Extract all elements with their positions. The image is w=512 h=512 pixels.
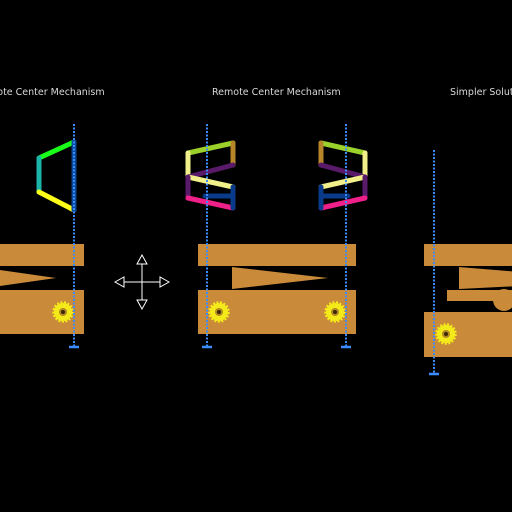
- link-top[interactable]: [36, 139, 77, 161]
- link-bottom[interactable]: [36, 189, 77, 213]
- link-7[interactable]: [185, 195, 236, 211]
- linkage[interactable]: [36, 139, 77, 213]
- move-cross-icon[interactable]: [113, 253, 171, 311]
- panel-title: Remote Center Mechanism: [212, 87, 341, 98]
- link-7[interactable]: [318, 195, 368, 211]
- panel-title: Remote Center Mechanism: [0, 87, 105, 98]
- panel-right: Simpler Solution: [424, 87, 512, 376]
- link-1[interactable]: [318, 140, 368, 156]
- wedge[interactable]: [459, 267, 512, 289]
- panel-center: Remote Center Mechanism: [185, 87, 368, 349]
- panel-left: Remote Center Mechanism: [0, 87, 105, 349]
- wedge[interactable]: [0, 270, 56, 286]
- right-linkage[interactable]: [318, 140, 368, 211]
- left-linkage[interactable]: [185, 140, 236, 211]
- link-5[interactable]: [318, 174, 368, 190]
- link-1[interactable]: [185, 140, 236, 156]
- top-block[interactable]: [198, 244, 356, 266]
- link-4[interactable]: [185, 162, 236, 180]
- link-5[interactable]: [185, 174, 236, 190]
- slider-bar[interactable]: [447, 290, 512, 301]
- roller[interactable]: [493, 289, 512, 311]
- top-block[interactable]: [424, 244, 512, 266]
- top-block[interactable]: [0, 244, 84, 266]
- link-4[interactable]: [318, 162, 368, 180]
- panel-title: Simpler Solution: [450, 87, 512, 98]
- wedge[interactable]: [232, 267, 328, 289]
